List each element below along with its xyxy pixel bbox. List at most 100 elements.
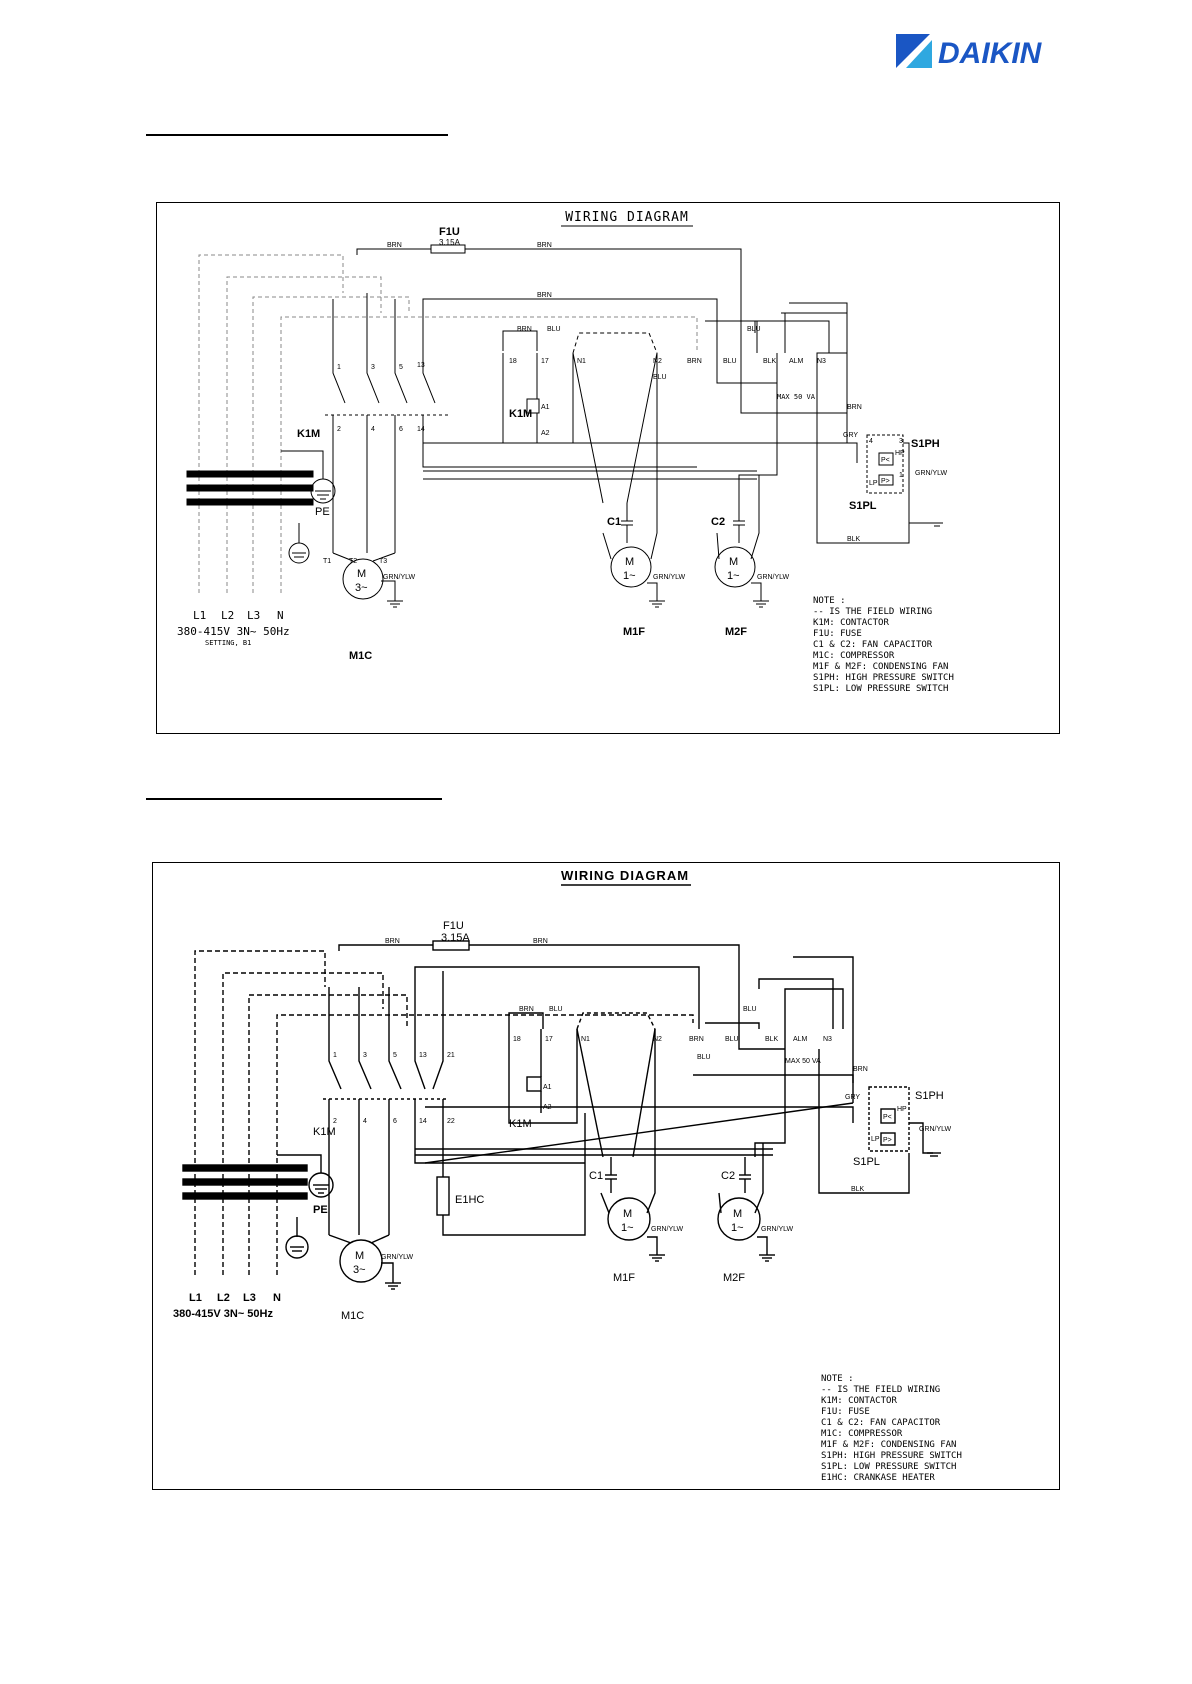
- note-line: F1U: FUSE: [813, 629, 862, 639]
- note-line: C1 & C2: FAN CAPACITOR: [813, 640, 933, 650]
- grn-ylw: GRN/YLW: [757, 574, 790, 581]
- terminal: 14: [417, 426, 425, 433]
- wire-label: BLU: [747, 326, 761, 333]
- terminal: 3: [363, 1052, 367, 1059]
- terminal: 22: [447, 1118, 455, 1125]
- wire-label: BRN: [537, 292, 552, 299]
- daikin-logo: DAIKIN: [896, 34, 1043, 70]
- terminal: 21: [447, 1052, 455, 1059]
- hp-label: HP: [897, 1106, 907, 1113]
- comp-t1: T1: [323, 558, 331, 565]
- fan2-sym: 1~: [731, 1222, 744, 1234]
- note-line: M1F & M2F: CONDENSING FAN: [813, 662, 948, 672]
- note-line: NOTE :: [813, 596, 846, 606]
- wire-label: BRN: [519, 1006, 534, 1013]
- fan2-name: M2F: [725, 626, 747, 638]
- comp-m: M: [357, 568, 366, 580]
- terminal: 1: [333, 1052, 337, 1059]
- grn-ylw: GRN/YLW: [919, 1126, 952, 1133]
- fan2-cap: C2: [711, 516, 725, 528]
- supply-voltage: 380-415V 3N~ 50Hz: [173, 1308, 273, 1320]
- comp-name: M1C: [341, 1310, 364, 1322]
- wire-label: BLU: [547, 326, 561, 333]
- block-terminal: 18: [513, 1036, 521, 1043]
- note-line: C1 & C2: FAN CAPACITOR: [821, 1418, 941, 1428]
- contactor-label: K1M: [313, 1126, 336, 1138]
- terminal: 1: [337, 364, 341, 371]
- terminal: 13: [419, 1052, 427, 1059]
- p-sym: P<: [881, 457, 890, 464]
- block-terminal: BLK: [765, 1036, 779, 1043]
- fan1-name: M1F: [613, 1272, 635, 1284]
- note-line: M1F & M2F: CONDENSING FAN: [821, 1440, 956, 1450]
- fan1-m: M: [625, 556, 634, 568]
- terminal: 13: [417, 362, 425, 369]
- block-terminal: BLU: [723, 358, 737, 365]
- note-line: K1M: CONTACTOR: [813, 618, 889, 628]
- fan2-cap: C2: [721, 1170, 735, 1182]
- terminal: 4: [371, 426, 375, 433]
- terminal: 6: [393, 1118, 397, 1125]
- note-line: K1M: CONTACTOR: [821, 1396, 897, 1406]
- section-underline-2: [146, 798, 442, 800]
- terminal: 5: [393, 1052, 397, 1059]
- block-terminal: N1: [577, 358, 586, 365]
- fan1-sym: 1~: [621, 1222, 634, 1234]
- terminal: 5: [399, 364, 403, 371]
- fuse-label: F1U: [443, 920, 464, 932]
- section-underline-1: [146, 134, 448, 136]
- lp-switch-label: S1PL: [849, 500, 877, 512]
- note-line: S1PH: HIGH PRESSURE SWITCH: [813, 673, 954, 683]
- wire-label: BLU: [697, 1054, 711, 1061]
- block-terminal: N1: [581, 1036, 590, 1043]
- note-line: F1U: FUSE: [821, 1407, 870, 1417]
- note-line: S1PH: HIGH PRESSURE SWITCH: [821, 1451, 962, 1461]
- logo-mark-lower: [906, 40, 932, 68]
- phase-l1: L1: [189, 1292, 202, 1304]
- coil-label: K1M: [509, 408, 532, 420]
- phase-l2: L2: [217, 1292, 230, 1304]
- wire-label: GRY: [845, 1094, 860, 1101]
- note-line: NOTE :: [821, 1374, 854, 1384]
- fan1-m: M: [623, 1208, 632, 1220]
- p-sym: P<: [883, 1114, 892, 1121]
- phase-l1: L1: [193, 609, 206, 622]
- note-line: -- IS THE FIELD WIRING: [821, 1385, 940, 1395]
- coil-a1: A1: [541, 404, 550, 411]
- comp-t2: T2: [349, 558, 357, 565]
- terminal: 2: [337, 426, 341, 433]
- wire-label: BRN: [853, 1066, 868, 1073]
- block-terminal: 17: [541, 358, 549, 365]
- grn-ylw: GRN/YLW: [651, 1226, 684, 1233]
- logo-mark-upper: [896, 34, 930, 68]
- coil-a2: A2: [541, 430, 550, 437]
- block-terminal: N2: [653, 1036, 662, 1043]
- comp-m: M: [355, 1250, 364, 1262]
- note-line: -- IS THE FIELD WIRING: [813, 607, 932, 617]
- wire-label: BLU: [743, 1006, 757, 1013]
- supply-voltage: 380-415V 3N~ 50Hz: [177, 625, 290, 638]
- note-line: E1HC: CRANKASE HEATER: [821, 1473, 935, 1483]
- coil-a1: A1: [543, 1084, 552, 1091]
- fan1-cap: C1: [607, 516, 621, 528]
- wire-label: BRN: [385, 938, 400, 945]
- terminal: 2: [333, 1118, 337, 1125]
- contactor-label: K1M: [297, 428, 320, 440]
- fan1-cap: C1: [589, 1170, 603, 1182]
- diagram1-title: WIRING DIAGRAM: [565, 210, 689, 225]
- wire-label: BLU: [549, 1006, 563, 1013]
- wire-label: BRN: [387, 242, 402, 249]
- coil-a2: A2: [543, 1104, 552, 1111]
- note-line: S1PL: LOW PRESSURE SWITCH: [813, 684, 948, 694]
- fan1-name: M1F: [623, 626, 645, 638]
- lp-switch-label: S1PL: [853, 1156, 880, 1168]
- block-terminal: BRN: [687, 358, 702, 365]
- fuse-rating: 3.15A: [441, 932, 470, 944]
- wire-label: BRN: [517, 326, 532, 333]
- p-sym: P>: [883, 1137, 892, 1144]
- block-terminal: ALM: [789, 358, 804, 365]
- wire-label: BRN: [847, 404, 862, 411]
- comp-name: M1C: [349, 650, 372, 662]
- block-terminal: BLU: [725, 1036, 739, 1043]
- fuse-rating: 3.15A: [439, 238, 461, 247]
